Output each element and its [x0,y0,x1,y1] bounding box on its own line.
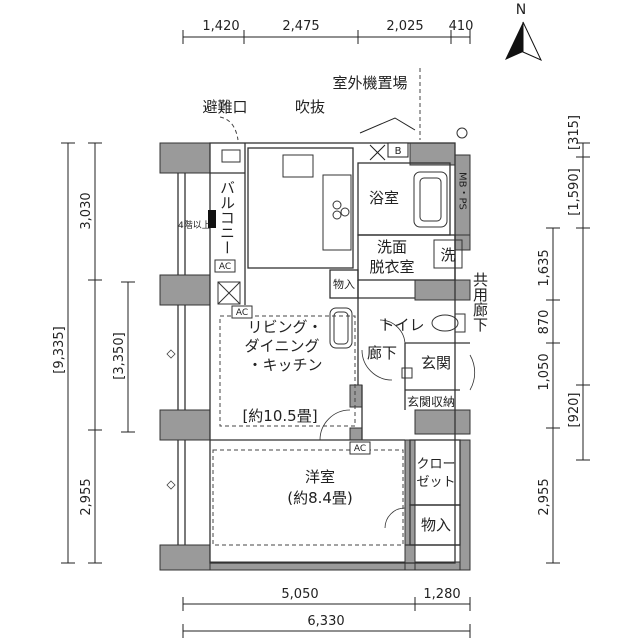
bottom-dim-a: 5,050 [281,587,318,602]
right-dim-c: 1,050 [537,353,552,390]
ac-box-ldk [231,305,253,319]
vent-circle [456,127,468,139]
label-shoe-storage: 玄関収納 [407,394,455,409]
label-toilet: トイレ [379,316,424,334]
label-ac-western: AC [354,444,366,454]
right-dim-d: [920] [567,393,582,428]
top-dim-3: 2,025 [386,19,423,34]
label-bath: 浴室 [369,189,399,207]
left-dim-middle: [3,350] [112,332,127,379]
right-dim-e: 2,955 [537,478,552,515]
label-ldk-area: [約10.5畳] [242,407,317,425]
label-ldk-1: リビング・ [247,318,322,336]
left-dimension-lines [61,142,135,564]
label-ldk-2: ダイニング [244,337,319,355]
top-dim-4: 410 [449,19,474,34]
label-ac-ldk: AC [236,308,248,318]
ac-box-western [349,441,371,455]
label-atrium: 吹抜 [295,98,325,116]
label-evacuation-hatch: 避難口 [202,98,247,116]
bottom-dimension-lines [182,597,471,638]
label-balcony-note: 4階以上 [178,220,211,231]
toilet-fixture [431,313,466,333]
kitchen-counter [221,149,352,251]
label-hall: 廊下 [367,344,397,362]
top-dimension-line [182,30,471,44]
label-storage-large: 物入 [421,516,451,534]
washbasin [329,307,353,349]
label-mb-ps: MB・PS [457,172,468,210]
right-dim-a: 1,635 [537,249,552,286]
balcony-pipe [208,210,216,228]
north-arrow: N [505,2,543,62]
washer-box [433,239,463,269]
label-ldk-3: ・キッチン [247,356,322,374]
bottom-dim-b: 1,280 [423,587,460,602]
bottom-dim-total: 6,330 [307,614,344,629]
left-dim-total: [9,335] [52,326,67,373]
right-dimension-lines [546,142,590,564]
label-western-1: 洋室 [305,468,335,486]
service-boxes [217,281,413,379]
label-entrance: 玄関 [421,354,451,372]
north-label: N [516,2,526,18]
label-shared-corridor: 共用廊下 [471,272,489,332]
right-dim-top-bracket-b: [315] [567,115,582,150]
dashed-boundaries [212,68,421,546]
label-washroom-2: 脱衣室 [369,258,414,276]
label-washroom-1: 洗面 [377,238,407,256]
label-closet-1: クロー [416,457,455,472]
door-swings [319,319,476,529]
right-dim-b: 870 [537,310,552,335]
left-dim-top: 3,030 [79,192,94,229]
label-washer: 洗 [440,246,455,264]
label-storage-small: 物入 [333,277,355,291]
ac-box-balcony [214,259,236,273]
label-closet-2: ゼット [416,475,455,490]
outdoor-unit-pointer [359,117,416,161]
left-dim-bottom: 2,955 [79,478,94,515]
top-dim-1: 1,420 [202,19,239,34]
top-dim-2: 2,475 [282,19,319,34]
right-dim-top-bracket: [1,590] [567,168,582,215]
window-markers [166,349,176,490]
bathtub [413,171,448,228]
label-outdoor-unit: 室外機置場 [332,74,407,92]
interior-walls [177,142,470,564]
label-balcony: バルコニー [218,180,236,255]
label-b-box: B [395,146,402,157]
label-western-2: (約8.4畳) [287,489,353,507]
label-ac-balcony: AC [219,262,231,272]
